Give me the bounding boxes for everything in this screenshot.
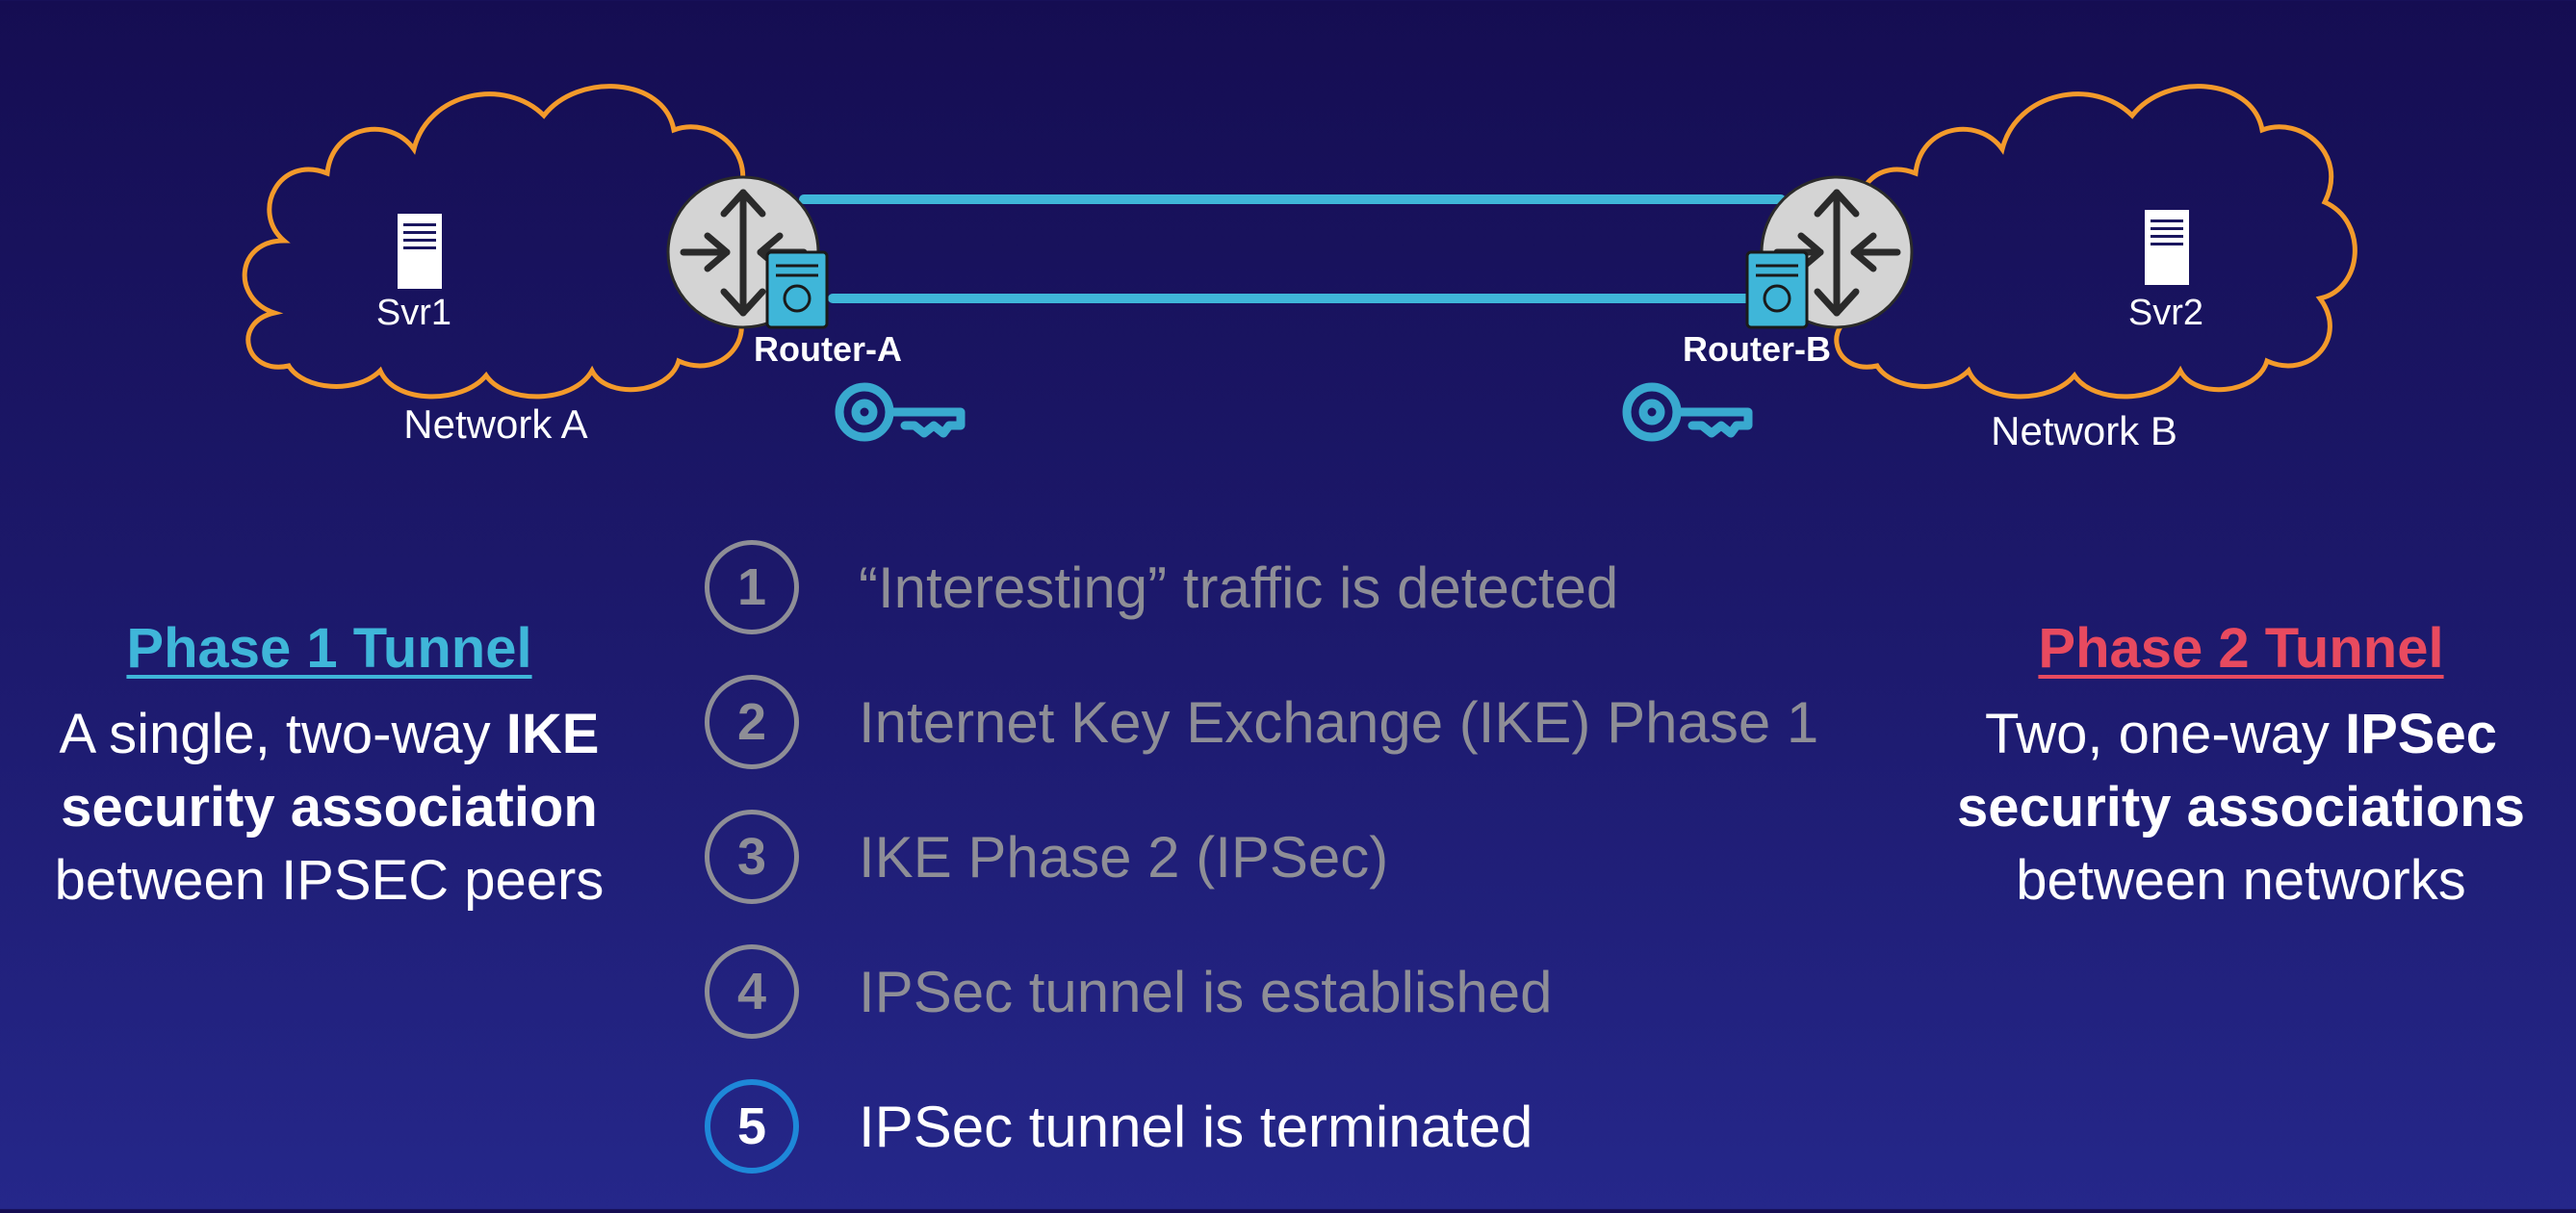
- router-label-b: Router-B: [1683, 329, 1831, 369]
- phase1-desc-post: between IPSEC peers: [54, 849, 605, 912]
- phase1-description: A single, two-way IKE security associati…: [2, 698, 657, 917]
- phase2-desc-pre: Two, one-way: [1985, 703, 2345, 765]
- step-3: 3 IKE Phase 2 (IPSec): [705, 809, 1818, 905]
- tunnel-line-bottom: [828, 294, 1757, 303]
- certificate-icon-a: [765, 250, 829, 329]
- steps-list: 1 “Interesting” traffic is detected 2 In…: [705, 539, 1818, 1213]
- router-label-a: Router-A: [754, 329, 902, 369]
- network-label-b: Network B: [1991, 408, 2177, 453]
- step-label: Internet Key Exchange (IKE) Phase 1: [859, 689, 1819, 755]
- phase1-block: Phase 1 Tunnel A single, two-way IKE sec…: [2, 616, 657, 917]
- certificate-icon-b: [1745, 250, 1809, 329]
- phase1-desc-pre: A single, two-way: [59, 703, 506, 765]
- server-label-svr2: Svr2: [2128, 293, 2203, 333]
- step-label: “Interesting” traffic is detected: [859, 555, 1619, 620]
- server-icon-svr1: [398, 214, 442, 289]
- step-label: IPSec tunnel is established: [859, 959, 1553, 1024]
- step-number-badge: 2: [705, 675, 799, 769]
- phase2-desc-bold: IPSec security associations: [1957, 703, 2525, 839]
- step-label: IPSec tunnel is terminated: [859, 1094, 1533, 1159]
- step-1: 1 “Interesting” traffic is detected: [705, 539, 1818, 635]
- tunnel-line-top: [799, 194, 1786, 204]
- step-number-badge: 1: [705, 540, 799, 634]
- server-label-svr1: Svr1: [376, 293, 451, 333]
- phase2-title: Phase 2 Tunnel: [2038, 617, 2444, 680]
- network-diagram: Svr1 Svr2: [242, 84, 2357, 453]
- cloud-network-a: [242, 84, 769, 400]
- network-label-a: Network A: [403, 401, 587, 447]
- step-number-badge: 4: [705, 944, 799, 1039]
- phase2-description: Two, one-way IPSec security associations…: [1914, 698, 2568, 917]
- step-4: 4 IPSec tunnel is established: [705, 943, 1818, 1040]
- step-label: IKE Phase 2 (IPSec): [859, 824, 1389, 890]
- step-number-badge: 5: [705, 1079, 799, 1174]
- phase1-desc-bold: IKE security association: [61, 703, 600, 839]
- key-icon-a: [835, 382, 966, 442]
- step-2: 2 Internet Key Exchange (IKE) Phase 1: [705, 674, 1818, 770]
- phase1-title: Phase 1 Tunnel: [126, 617, 532, 680]
- step-5: 5 IPSec tunnel is terminated: [705, 1078, 1818, 1174]
- key-icon-b: [1622, 382, 1753, 442]
- server-icon-svr2: [2145, 210, 2189, 285]
- phase2-block: Phase 2 Tunnel Two, one-way IPSec securi…: [1914, 616, 2568, 917]
- phase2-desc-post: between networks: [2016, 849, 2466, 912]
- step-number-badge: 3: [705, 810, 799, 904]
